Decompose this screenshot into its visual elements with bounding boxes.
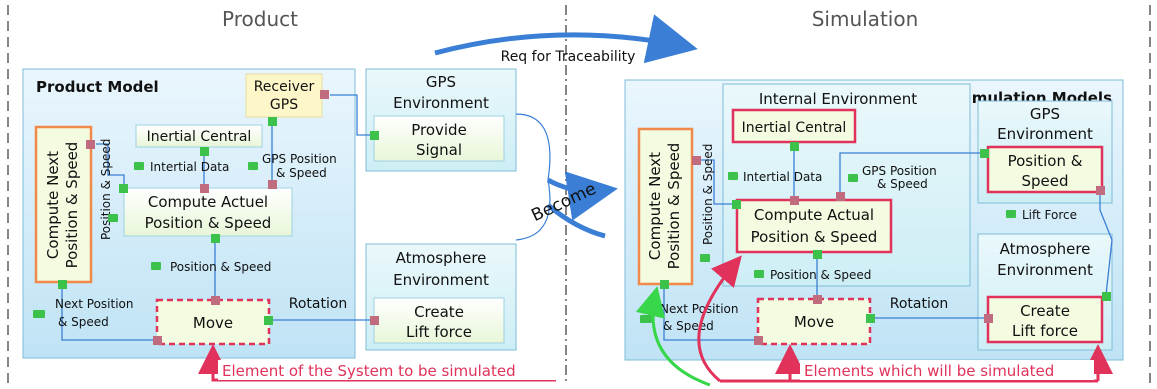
sim-create-lift-line2: Lift force bbox=[1012, 322, 1078, 340]
product-header: Product bbox=[222, 7, 298, 31]
sim-gps-position-line2: & Speed bbox=[877, 177, 928, 191]
prod-rotation-label: Rotation bbox=[289, 296, 348, 312]
internal-env-title: Internal Environment bbox=[759, 90, 917, 108]
sim-atm-env-line2: Environment bbox=[997, 261, 1093, 279]
sim-red-arrow-left bbox=[697, 255, 742, 383]
sim-inertial-central-box bbox=[731, 108, 857, 144]
prod-next-position-line2: & Speed bbox=[58, 315, 109, 329]
compute-next-line2: Position & Speed bbox=[63, 142, 81, 269]
prod-gps-position-line1: GPS Position bbox=[262, 152, 337, 166]
sim-create-lift-box bbox=[986, 295, 1104, 344]
become-arrow-upper bbox=[546, 171, 618, 221]
sim-move-label: Move bbox=[794, 313, 834, 331]
prod-position-speed-label: Position & Speed bbox=[170, 260, 271, 274]
product-connectors bbox=[61, 94, 374, 341]
sim-position-speed-label: Position & Speed bbox=[770, 268, 871, 282]
sim-note-bg bbox=[800, 360, 1094, 380]
provide-signal-line2: Signal bbox=[416, 141, 462, 159]
compute-actuel-box bbox=[123, 187, 293, 237]
create-lift-box bbox=[373, 297, 505, 344]
sim-compute-actual-line1: Compute Actual bbox=[754, 206, 874, 224]
prod-pos-speed-vertical: Position & Speed bbox=[99, 139, 113, 240]
sim-gps-env-line2: Environment bbox=[997, 125, 1093, 143]
traceability-arrow bbox=[434, 14, 698, 64]
sim-ports bbox=[660, 142, 1111, 345]
prod-next-position-line1: Next Position bbox=[55, 297, 134, 311]
sim-green-arrow bbox=[635, 286, 711, 387]
sim-position-speed-box bbox=[986, 145, 1104, 194]
provide-signal-line1: Provide bbox=[411, 121, 467, 139]
sim-inertial-central-label: Inertial Central bbox=[742, 120, 847, 136]
sim-next-position-line2: & Speed bbox=[663, 319, 714, 333]
product-data-icons bbox=[33, 162, 258, 318]
sim-create-lift-line1: Create bbox=[1020, 302, 1070, 320]
product-model-title: Product Model bbox=[36, 78, 159, 96]
atm-env-title-line2: Environment bbox=[393, 271, 489, 289]
sim-intertial-data-label: Intertial Data bbox=[743, 170, 822, 184]
gps-env-title-line1: GPS bbox=[426, 73, 456, 91]
receiver-gps-box bbox=[245, 73, 323, 118]
create-lift-line1: Create bbox=[414, 303, 464, 321]
sim-lift-force-label: Lift Force bbox=[1022, 208, 1077, 222]
product-ports bbox=[58, 90, 379, 345]
compute-next-line1: Compute Next bbox=[44, 151, 62, 259]
sim-compute-next-line2: Position & Speed bbox=[665, 143, 683, 270]
traceability-label: Req for Traceability bbox=[501, 49, 636, 65]
prod-gps-position-line2: & Speed bbox=[276, 166, 327, 180]
product-note-bg bbox=[218, 360, 558, 380]
receiver-gps-line1: Receiver bbox=[254, 79, 315, 95]
sim-position-speed-line2: Speed bbox=[1021, 172, 1068, 190]
atm-env-title-line1: Atmosphere bbox=[396, 249, 487, 267]
sim-compute-next-box bbox=[637, 127, 694, 286]
sim-next-position-line1: Next Position bbox=[660, 302, 739, 316]
sim-atm-env-line1: Atmosphere bbox=[1000, 240, 1091, 258]
receiver-gps-line2: GPS bbox=[270, 97, 298, 113]
inertial-central-box bbox=[135, 124, 263, 148]
become-arrow-lower bbox=[546, 203, 606, 239]
sim-rotation-label: Rotation bbox=[890, 296, 949, 312]
sim-compute-actual-line2: Position & Speed bbox=[751, 228, 878, 246]
compute-actuel-line1: Compute Actuel bbox=[148, 193, 268, 211]
simulation-header: Simulation bbox=[812, 7, 919, 31]
compute-actuel-line2: Position & Speed bbox=[145, 214, 272, 232]
sim-gps-position-line1: GPS Position bbox=[862, 164, 937, 178]
provide-signal-box bbox=[373, 115, 505, 162]
sim-note: Elements which will be simulated bbox=[804, 362, 1054, 380]
sim-pos-speed-vertical: Position & Speed bbox=[701, 144, 715, 245]
create-lift-line2: Lift force bbox=[406, 323, 472, 341]
gps-env-title-line2: Environment bbox=[393, 94, 489, 112]
prod-intertial-data-label: Intertial Data bbox=[150, 160, 229, 174]
move-label: Move bbox=[193, 314, 233, 332]
sim-position-speed-line1: Position & bbox=[1008, 152, 1083, 170]
inertial-central-label: Inertial Central bbox=[147, 129, 252, 145]
sim-compute-next-line1: Compute Next bbox=[646, 152, 664, 260]
product-note: Element of the System to be simulated bbox=[222, 362, 516, 380]
sim-gps-env-line1: GPS bbox=[1030, 105, 1060, 123]
